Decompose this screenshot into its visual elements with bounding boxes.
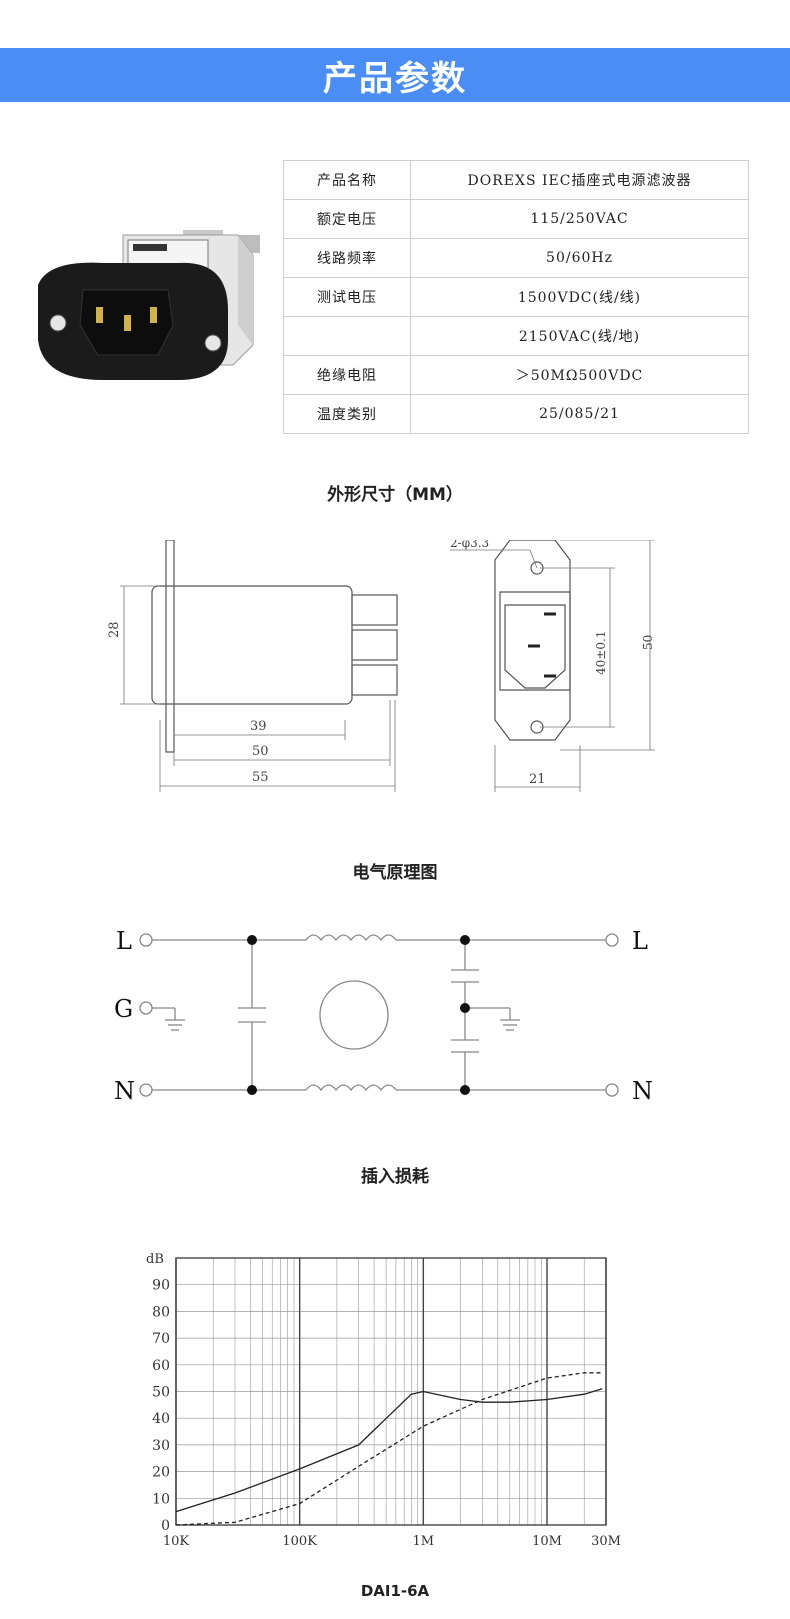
side-terminal bbox=[351, 594, 398, 626]
param-row: 2150VAC(线/地) bbox=[283, 316, 749, 356]
terminal-n-in bbox=[139, 1083, 153, 1097]
param-value: DOREXS IEC插座式电源滤波器 bbox=[410, 160, 749, 200]
dim-label-39: 39 bbox=[250, 719, 267, 734]
choke-core-icon bbox=[319, 980, 389, 1050]
label-l-out: L bbox=[632, 930, 648, 955]
terminal-n-out bbox=[605, 1083, 619, 1097]
y-tick-label: 50 bbox=[152, 1385, 170, 1401]
y-axis-label: dB bbox=[146, 1252, 164, 1267]
param-key: 测试电压 bbox=[283, 277, 411, 317]
dimension-drawing: 28 39 50 55 2-φ3.3 40±0.1 50 21 bbox=[107, 540, 655, 792]
common-mode-choke-upper bbox=[305, 934, 397, 942]
y-tick-label: 90 bbox=[152, 1278, 170, 1294]
x-tick-label: 10K bbox=[163, 1534, 190, 1549]
y-tick-label: 20 bbox=[152, 1465, 170, 1481]
terminal-l-out bbox=[605, 933, 619, 947]
terminal-g-in bbox=[139, 1001, 153, 1015]
dim-label-55: 55 bbox=[252, 770, 269, 785]
param-key: 产品名称 bbox=[283, 160, 411, 200]
dim-label-28: 28 bbox=[107, 621, 122, 638]
label-n-in: N bbox=[114, 1077, 135, 1105]
front-socket bbox=[504, 604, 566, 689]
product-photo bbox=[38, 230, 260, 380]
junction-dot bbox=[460, 1003, 470, 1013]
param-key: 额定电压 bbox=[283, 199, 411, 239]
x-tick-label: 10M bbox=[532, 1534, 562, 1549]
socket-pin bbox=[96, 307, 103, 323]
socket-pin bbox=[124, 315, 131, 331]
x-tick-label: 1M bbox=[413, 1534, 435, 1549]
insertion-loss-title: 插入损耗 bbox=[361, 1167, 429, 1187]
side-flange bbox=[165, 540, 175, 753]
filter-side bbox=[238, 235, 253, 345]
y-tick-label: 0 bbox=[161, 1518, 170, 1534]
banner-title: 产品参数 bbox=[323, 58, 467, 99]
junction-dot bbox=[460, 935, 470, 945]
param-key: 绝缘电阻 bbox=[283, 355, 411, 395]
label-g-in: G bbox=[114, 995, 133, 1023]
dim-label-50: 50 bbox=[252, 744, 269, 759]
param-value: 50/60Hz bbox=[410, 238, 749, 278]
side-body bbox=[151, 585, 353, 705]
dim-label-hole: 2-φ3.3 bbox=[450, 540, 489, 550]
mount-hole-icon bbox=[49, 314, 67, 332]
y-tick-label: 70 bbox=[152, 1331, 170, 1347]
y-tick-label: 60 bbox=[152, 1358, 170, 1374]
socket-pin bbox=[150, 307, 157, 323]
x-tick-label: 100K bbox=[282, 1534, 317, 1549]
brand-mark-icon bbox=[133, 244, 167, 251]
series-line-solid bbox=[175, 1388, 603, 1513]
param-row: 绝缘电阻＞50MΩ500VDC bbox=[283, 355, 749, 395]
dimensions-title: 外形尺寸（MM） bbox=[327, 485, 463, 505]
mount-hole-icon bbox=[204, 334, 222, 352]
param-value: 2150VAC(线/地) bbox=[410, 316, 749, 356]
front-outline bbox=[494, 540, 571, 741]
circuit-schematic: L G N L N bbox=[114, 930, 653, 1105]
param-key: 温度类别 bbox=[283, 394, 411, 434]
chart-caption: DAI1-6A bbox=[360, 1582, 430, 1600]
page-banner: 产品参数 bbox=[0, 48, 790, 102]
common-mode-choke-lower bbox=[305, 1084, 397, 1092]
plot-frame bbox=[175, 1257, 607, 1526]
dim-label-pitch: 40±0.1 bbox=[594, 631, 608, 675]
side-terminal bbox=[351, 629, 398, 661]
param-value: 115/250VAC bbox=[410, 199, 749, 239]
label-n-out: N bbox=[632, 1077, 653, 1105]
label-l-in: L bbox=[116, 930, 132, 955]
param-value: ＞50MΩ500VDC bbox=[410, 355, 749, 395]
schematic-title: 电气原理图 bbox=[352, 863, 438, 883]
side-terminal bbox=[351, 664, 398, 696]
param-value: 25/085/21 bbox=[410, 394, 749, 434]
y-tick-label: 40 bbox=[152, 1411, 170, 1427]
dim-label-50h: 50 bbox=[641, 635, 655, 650]
junction-dot bbox=[247, 1085, 257, 1095]
terminal-l-in bbox=[139, 933, 153, 947]
dim-label-21: 21 bbox=[529, 772, 546, 787]
front-body bbox=[499, 591, 571, 691]
param-key bbox=[283, 316, 411, 356]
insertion-loss-chart: 0 10 20 30 40 50 60 70 80 90 10K 100K 1M 10M 30M dB bbox=[146, 1252, 621, 1549]
junction-dot bbox=[460, 1085, 470, 1095]
y-tick-label: 30 bbox=[152, 1438, 170, 1454]
y-tick-label: 10 bbox=[152, 1491, 170, 1507]
junction-dot bbox=[247, 935, 257, 945]
y-tick-label: 80 bbox=[152, 1304, 170, 1320]
param-value: 1500VDC(线/线) bbox=[410, 277, 749, 317]
param-key: 线路频率 bbox=[283, 238, 411, 278]
x-tick-label: 30M bbox=[591, 1534, 621, 1549]
series-line-dashed bbox=[175, 1372, 603, 1526]
